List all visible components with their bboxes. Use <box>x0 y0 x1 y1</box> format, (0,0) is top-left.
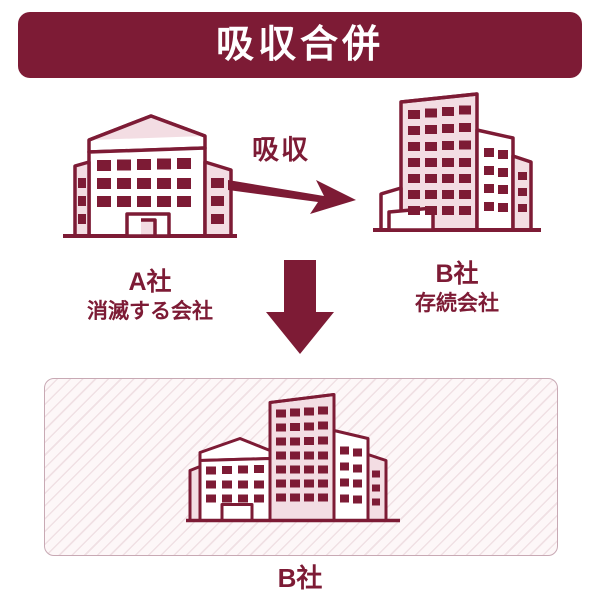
company-a-sublabel: 消滅する会社 <box>87 299 213 323</box>
tall-building-icon <box>352 88 562 256</box>
result-label: B社 <box>277 563 323 593</box>
page-title: 吸収合併 <box>215 24 384 66</box>
arrow-right-icon <box>228 174 356 222</box>
company-a-label: A社 <box>128 268 172 296</box>
company-b-sublabel: 存続会社 <box>415 291 499 315</box>
title-banner: 吸収合併 <box>18 12 582 78</box>
result-panel <box>44 378 558 556</box>
office-building-icon <box>40 96 260 264</box>
merged-building-icon <box>186 387 416 548</box>
arrow-down-icon <box>264 260 336 356</box>
node-company-b: B社 存続会社 <box>352 88 562 316</box>
merger-diagram: A社 消滅する会社 吸収 <box>0 78 600 378</box>
company-b-label: B社 <box>435 260 479 288</box>
absorb-arrow-label: 吸収 <box>252 135 310 165</box>
node-company-a: A社 消滅する会社 <box>40 96 260 324</box>
